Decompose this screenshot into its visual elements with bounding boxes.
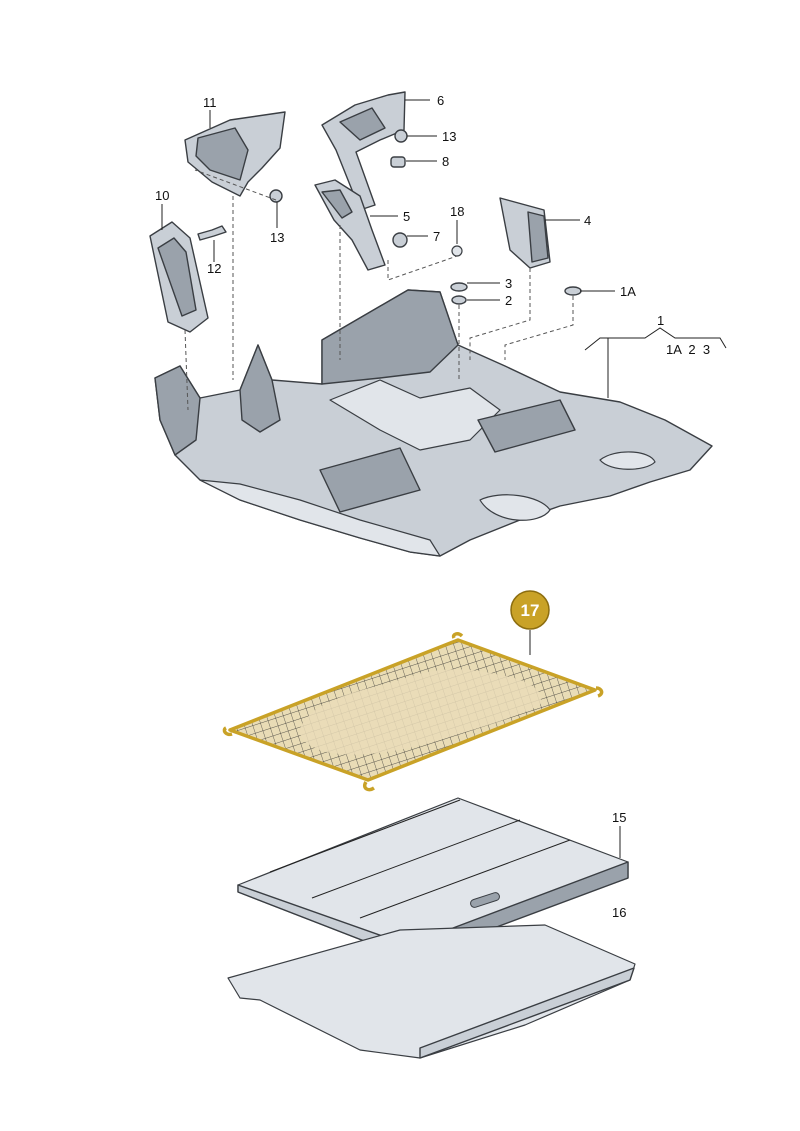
callout-1: 1: [657, 313, 664, 328]
part-6-bracket: [321, 91, 406, 211]
callout-12: 12: [207, 261, 221, 276]
callout-7: 7: [433, 229, 440, 244]
part-2-clip: [451, 295, 467, 305]
part-11-trim: [184, 111, 286, 197]
callout-2: 2: [505, 293, 512, 308]
cargo-net-17[interactable]: [222, 630, 604, 792]
part-5-bracket: [314, 179, 386, 271]
callout-1-group: 1A 2 3: [666, 342, 710, 357]
badge-17-label: 17: [521, 601, 540, 620]
callout-10: 10: [155, 188, 169, 203]
fasteners: [197, 129, 582, 305]
callout-13: 13: [442, 129, 456, 144]
part-7-nut: [392, 232, 408, 248]
part-18-washer: [451, 245, 463, 257]
part-10-trim: [149, 221, 209, 333]
floor-carpet: [154, 289, 713, 557]
callout-13-lower: 13: [270, 230, 284, 245]
floor-mat-16: [227, 924, 636, 1059]
part-1a-clip: [564, 286, 582, 296]
callout-1a: 1A: [620, 284, 636, 299]
callout-16: 16: [612, 905, 626, 920]
leader-lines: [161, 99, 727, 858]
callout-15: 15: [612, 810, 626, 825]
callout-11: 11: [203, 95, 217, 110]
callout-4: 4: [584, 213, 591, 228]
assembly-lines: [184, 169, 574, 411]
callout-3: 3: [505, 276, 512, 291]
callout-labels: 11 6 13 8 10 13 12 5 18 7 4 3 2 1A 1 1A …: [155, 93, 710, 920]
part-12-screw: [197, 225, 227, 241]
callout-18: 18: [450, 204, 464, 219]
callout-6: 6: [437, 93, 444, 108]
badge-17: 17: [510, 590, 550, 630]
callout-5: 5: [403, 209, 410, 224]
callout-8: 8: [442, 154, 449, 169]
part-4-panel: [499, 197, 551, 269]
part-3-clip: [450, 282, 468, 292]
part-13-clip-lower: [269, 189, 283, 203]
part-13-clip: [394, 129, 408, 143]
part-8-clip: [390, 156, 406, 168]
